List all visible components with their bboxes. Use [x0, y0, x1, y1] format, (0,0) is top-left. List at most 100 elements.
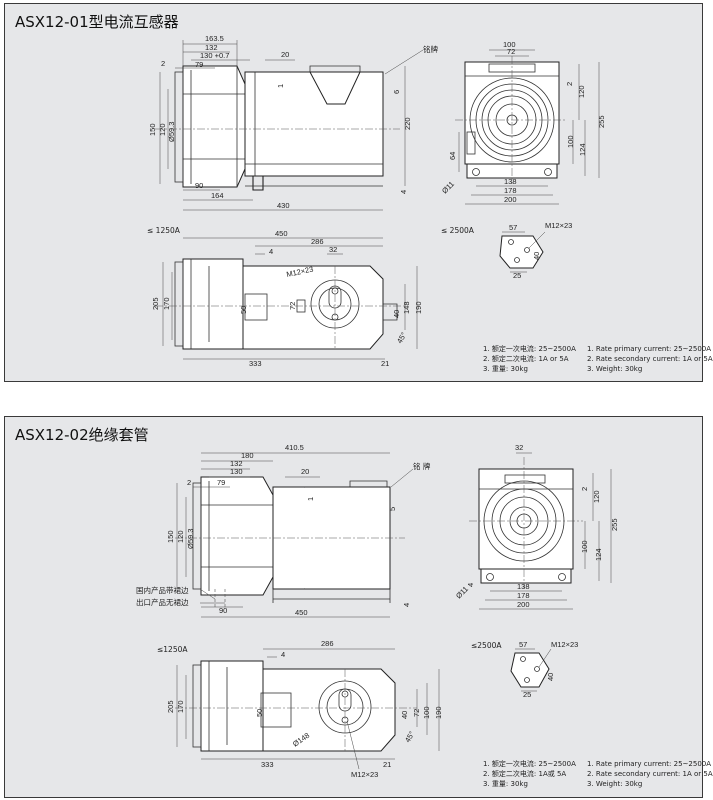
dim-59-3: Ø59.3	[167, 122, 176, 142]
range-high-label: ≤ 2500A	[441, 226, 474, 235]
dim-p45: 45°	[395, 331, 408, 345]
front-dimensions: 32 2 120 255 100 124 4 Ø11 138 178 200	[454, 443, 619, 610]
dim-90: 90	[195, 181, 203, 190]
dim-1: 1	[306, 497, 315, 501]
dim-430: 430	[277, 201, 290, 210]
panel-asx12-02: ASX12-02绝缘套管 410.5 180 132 130 20 2	[4, 416, 713, 798]
side-view	[155, 65, 400, 191]
nameplate-label: 铭 牌	[413, 462, 431, 471]
notes-en: 1. Rate primary current: 25~2500A 2. Rat…	[587, 759, 713, 789]
dim-f124: 124	[578, 143, 587, 156]
dim-220: 220	[403, 117, 412, 130]
dim-p170: 170	[176, 700, 185, 713]
terminal-detail: 57 M12×23 40 25	[510, 640, 578, 699]
plan-dimensions: 450 286 4 32 M12×23 205 170 50 72 40 148…	[151, 229, 423, 368]
note-cn-2: 2. 额定二次电流: 1A或 5A	[483, 770, 567, 778]
dim-1: 1	[276, 84, 285, 88]
note-cn-3: 3. 重量: 30kg	[483, 365, 528, 373]
dim-f178: 178	[517, 591, 530, 600]
dim-t25: 25	[523, 690, 531, 699]
dim-p21: 21	[381, 359, 389, 368]
dim-p190: 190	[434, 706, 443, 719]
dim-120: 120	[176, 530, 185, 543]
dim-f138: 138	[517, 582, 530, 591]
dim-f178: 178	[504, 186, 517, 195]
dim-t57: 57	[509, 223, 517, 232]
side-dimensions: 410.5 180 132 130 20 2 79 1 5 150 120 Ø5…	[166, 443, 414, 618]
dim-p190: 190	[414, 301, 423, 314]
dim-4: 4	[402, 603, 411, 607]
dim-20: 20	[301, 467, 309, 476]
drawing-asx12-02: 410.5 180 132 130 20 2 79 1 5 150 120 Ø5…	[166, 443, 619, 779]
dim-p50: 50	[255, 709, 264, 717]
note-en-2: 2. Rate secondary current: 1A or 5A	[587, 770, 713, 778]
dim-p170: 170	[162, 297, 171, 310]
dim-t40: 40	[532, 252, 541, 260]
dim-p100: 100	[422, 706, 431, 719]
dim-p333: 333	[249, 359, 262, 368]
dim-2: 2	[187, 478, 191, 487]
dim-f138: 138	[504, 177, 517, 186]
dim-f100: 100	[580, 540, 589, 553]
dim-p4: 4	[281, 650, 285, 659]
dim-f124: 124	[594, 548, 603, 561]
note-cn-2: 2. 额定二次电流: 1A or 5A	[483, 355, 569, 363]
dim-p205: 205	[166, 700, 175, 713]
side-dimensions: 163.5 132 130 +0.7 20 2 79 1 6 150 120 Ø…	[148, 34, 424, 211]
dim-79: 79	[195, 60, 203, 69]
dim-f255: 255	[610, 518, 619, 531]
dim-164: 164	[211, 191, 224, 200]
dim-132: 132	[205, 43, 218, 52]
plan-view	[155, 258, 405, 350]
dim-f11: Ø11	[440, 179, 456, 195]
panel-title: ASX12-02绝缘套管	[15, 426, 149, 444]
dim-f255: 255	[597, 115, 606, 128]
dim-f120: 120	[592, 490, 601, 503]
notes-en: 1. Rate primary current: 25~2500A 2. Rat…	[587, 344, 713, 374]
label-domestic: 国内产品带裙边	[136, 586, 189, 595]
note-cn-1: 1. 额定一次电流: 25~2500A	[483, 345, 576, 353]
dim-f2: 2	[565, 82, 574, 86]
note-en-1: 1. Rate primary current: 25~2500A	[587, 345, 712, 353]
dim-tm: M12×23	[545, 221, 572, 230]
terminal-detail: 57 M12×23 40 25	[499, 221, 572, 280]
dim-f100: 100	[503, 40, 516, 49]
dim-4: 4	[399, 190, 408, 194]
dim-p72: 72	[288, 302, 297, 310]
dim-410-5: 410.5	[285, 443, 304, 452]
dim-90: 90	[219, 606, 227, 615]
dim-p72: 72	[412, 709, 421, 717]
dim-132: 132	[230, 459, 243, 468]
drawing-asx12-01: 163.5 132 130 +0.7 20 2 79 1 6 150 120 Ø…	[148, 34, 606, 368]
dim-180: 180	[241, 451, 254, 460]
dim-t40: 40	[546, 673, 555, 681]
dim-120: 120	[158, 123, 167, 136]
dim-f64: 64	[448, 152, 457, 160]
note-en-3: 3. Weight: 30kg	[587, 365, 643, 373]
dim-p450: 450	[275, 229, 288, 238]
dim-150: 150	[166, 530, 175, 543]
note-en-1: 1. Rate primary current: 25~2500A	[587, 760, 712, 768]
front-view	[455, 56, 567, 184]
dim-p40: 40	[400, 711, 409, 719]
front-view	[469, 457, 583, 589]
dim-130: 130 +0.7	[200, 51, 229, 60]
dim-p40: 40	[392, 310, 401, 318]
label-export: 出口产品无裙边	[136, 598, 189, 607]
dim-tm: M12×23	[551, 640, 578, 649]
dim-f100b: 100	[566, 135, 575, 148]
dim-20: 20	[281, 50, 289, 59]
note-en-2: 2. Rate secondary current: 1A or 5A	[587, 355, 713, 363]
nameplate-label: 铭牌	[423, 45, 438, 54]
plan-view	[175, 660, 417, 752]
dim-p205: 205	[151, 297, 160, 310]
dim-f32: 32	[515, 443, 523, 452]
dim-2: 2	[161, 59, 165, 68]
notes-cn: 1. 额定一次电流: 25~2500A 2. 额定二次电流: 1A或 5A 3.…	[483, 759, 576, 789]
dim-p333: 333	[261, 760, 274, 769]
panel-title: ASX12-01型电流互感器	[15, 13, 179, 31]
dim-pm: M12×23	[351, 770, 378, 779]
panel-asx12-01: ASX12-01型电流互感器 163.5	[4, 3, 713, 382]
dim-p4: 4	[269, 247, 273, 256]
dim-f200: 200	[504, 195, 517, 204]
